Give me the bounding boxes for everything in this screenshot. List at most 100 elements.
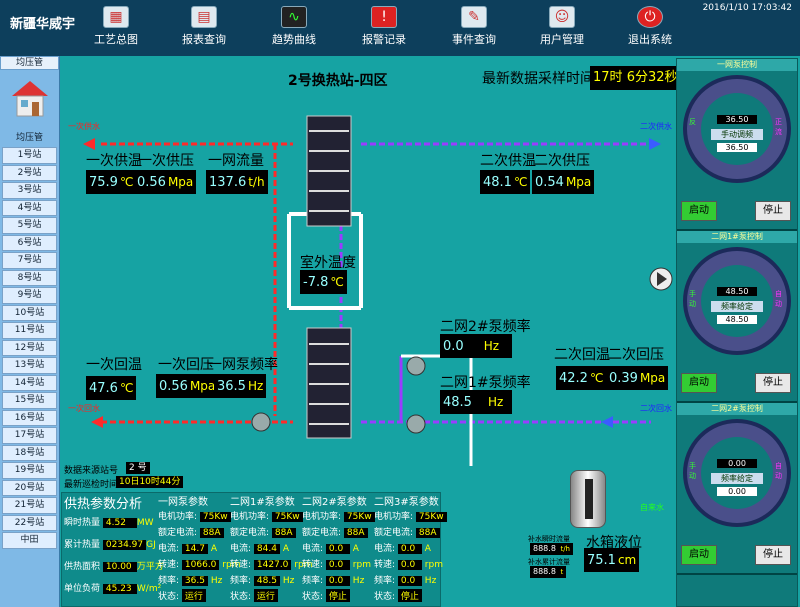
dial-left-label: 反	[689, 118, 696, 126]
pump-param-row: 电机功率: 75Kw	[158, 509, 231, 525]
sidebar-item-station[interactable]: 9号站	[2, 287, 57, 304]
pump-param-label: 状态	[374, 592, 393, 602]
trend-icon: ∿	[281, 6, 307, 28]
dial-set-value[interactable]: 0.00	[717, 487, 757, 496]
sidebar-item-station[interactable]: 20号站	[2, 479, 57, 496]
sidebar-item-station[interactable]: 16号站	[2, 409, 57, 426]
sidebar-item-station[interactable]: 中田	[2, 532, 57, 549]
sidebar-item-station[interactable]: 6号站	[2, 234, 57, 251]
pump-param-unit: Hz	[424, 576, 437, 586]
stop-button[interactable]: 停止	[755, 373, 791, 393]
stop-button[interactable]: 停止	[755, 201, 791, 221]
dial-right-label: 自动	[775, 462, 782, 480]
pump-param-row: 额定电流: 88A	[374, 525, 444, 541]
sidebar-item-station[interactable]: 8号站	[2, 269, 57, 286]
dial-setpoint: 0.00	[717, 459, 757, 468]
sidebar-item-station[interactable]: 13号站	[2, 357, 57, 374]
pump-param-label: 频率	[302, 576, 321, 586]
house-label: 均压管	[15, 133, 43, 143]
makeup-inst-value: 888.8 t/h	[530, 543, 573, 555]
stop-button[interactable]: 停止	[755, 545, 791, 565]
pump1-freq-label: 二网1#泵频率	[440, 375, 531, 391]
sidebar-item-station[interactable]: 4号站	[2, 199, 57, 216]
nav-process[interactable]: ▦工艺总图	[80, 4, 152, 54]
dial-set-value[interactable]: 48.50	[717, 315, 757, 324]
sidebar-item-station[interactable]: 22号站	[2, 514, 57, 531]
pump-param-label: 转速	[302, 560, 321, 570]
pump-control-title: 二网2#泵控制	[677, 403, 797, 415]
sidebar-item-station[interactable]: 5号站	[2, 217, 57, 234]
nav-exit[interactable]: ⏻退出系统	[614, 4, 686, 54]
secondary-supply-pipe-label: 二次供水	[640, 122, 672, 131]
exit-icon: ⏻	[637, 6, 663, 28]
start-button[interactable]: 启动	[681, 201, 717, 221]
pump-param-label: 状态	[158, 592, 177, 602]
analysis-row-unit: GJ	[146, 540, 156, 550]
outdoor-temp-value: -7.8℃	[300, 270, 347, 294]
sidebar-item-station[interactable]: 15号站	[2, 392, 57, 409]
sidebar-item-station[interactable]: 7号站	[2, 252, 57, 269]
sidebar-item-station[interactable]: 12号站	[2, 339, 57, 356]
dial-mode[interactable]: 手动调频	[711, 129, 763, 140]
dial-set-value[interactable]: 36.50	[717, 143, 757, 152]
sidebar-item-station[interactable]: 2号站	[2, 164, 57, 181]
pump-param-value: 75Kw	[343, 512, 375, 522]
pump-param-label: 额定电流	[302, 528, 339, 538]
house-icon	[10, 78, 50, 130]
nav-report[interactable]: ▤报表查询	[168, 4, 240, 54]
secondary-return-temp-value: 42.2℃	[556, 366, 607, 390]
dial-setpoint: 36.50	[717, 115, 757, 124]
dial-mode[interactable]: 频率给定	[711, 301, 763, 312]
pump-param-value: 0.0	[325, 576, 350, 586]
start-button[interactable]: 启动	[681, 373, 717, 393]
sidebar-item-station[interactable]: 17号站	[2, 427, 57, 444]
sidebar-item-station[interactable]: 10号站	[2, 304, 57, 321]
analysis-row-label: 累计热量	[64, 540, 101, 550]
primary-supply-temp-value: 75.9℃	[86, 170, 137, 194]
sidebar-item-station[interactable]: 11号站	[2, 322, 57, 339]
pump-param-value: 0.0	[325, 544, 350, 554]
nav-trend[interactable]: ∿趋势曲线	[258, 4, 330, 54]
pump-param-row: 电流: 84.4 A	[230, 544, 290, 554]
pump-param-label: 电机功率	[302, 512, 339, 522]
sidebar-item-station[interactable]: 19号站	[2, 462, 57, 479]
pump-param-label: 电机功率	[230, 512, 267, 522]
pump-param-title: 二网2#泵参数	[302, 497, 367, 508]
sidebar-item-station[interactable]: 3号站	[2, 182, 57, 199]
sidebar-item-station[interactable]: 21号站	[2, 497, 57, 514]
sidebar-item-station[interactable]: 18号站	[2, 444, 57, 461]
pump-param-label: 频率	[374, 576, 393, 586]
pump-param-row: 状态: 运行	[158, 589, 228, 605]
nav-user[interactable]: ☺用户管理	[526, 4, 598, 54]
pump-param-row: 额定电流: 88A	[230, 525, 300, 541]
analysis-row-label: 供热面积	[64, 562, 101, 572]
makeup-inst-label: 补水瞬时流量	[528, 535, 570, 543]
secondary-return-pipe-label: 二次回水	[640, 404, 672, 413]
secondary-supply-temp-label: 二次供温	[480, 153, 536, 169]
dial-mode[interactable]: 频率给定	[711, 473, 763, 484]
sidebar-item-station[interactable]: 1号站	[2, 147, 57, 164]
nav-alarm[interactable]: !报警记录	[348, 4, 420, 54]
pump-param-label: 频率	[230, 576, 249, 586]
start-button[interactable]: 启动	[681, 545, 717, 565]
pump-param-value: 1066.0	[181, 560, 220, 570]
nav-event[interactable]: ✎事件查询	[438, 4, 510, 54]
pump-param-label: 电流	[230, 544, 249, 554]
pump-param-row: 转速: 0.0 rpm	[302, 560, 371, 570]
brand-name: 新疆华威宇	[10, 17, 76, 32]
sidebar-item-station[interactable]: 14号站	[2, 374, 57, 391]
primary-return-pipe-label: 一次回水	[68, 404, 100, 413]
sidebar-header[interactable]: 均压管	[0, 56, 59, 70]
